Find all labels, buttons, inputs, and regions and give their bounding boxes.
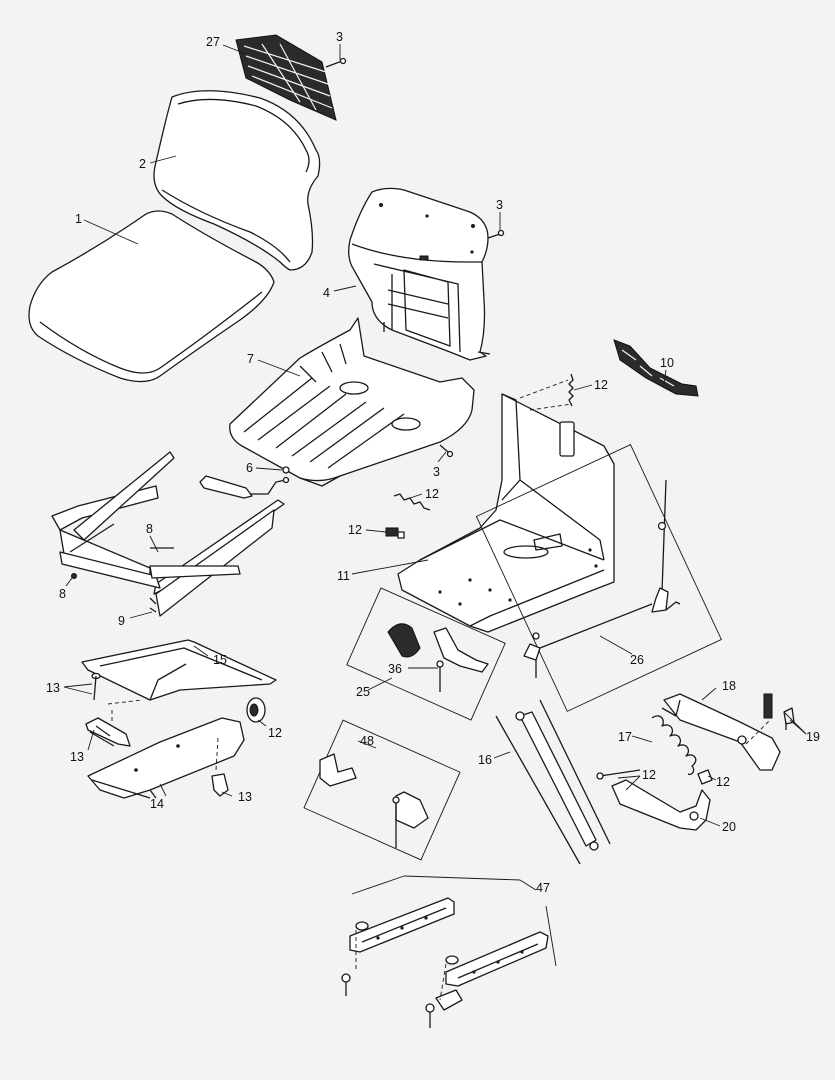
callout-25: 25	[356, 685, 370, 699]
part-48-bracket	[319, 753, 429, 848]
callout-36: 36	[388, 662, 402, 676]
part-6-lever	[199, 466, 290, 499]
part-12-spring-mid	[393, 493, 431, 511]
callout-8: 8	[146, 522, 153, 536]
part-3-screw-mid	[487, 229, 505, 239]
part-12-spring-top	[568, 373, 574, 407]
part-25-frame-box	[346, 587, 506, 721]
alignment-lines	[107, 379, 771, 1001]
callout-3: 3	[433, 465, 440, 479]
part-15-rail-bracket	[81, 639, 277, 701]
callout-12: 12	[268, 726, 282, 740]
callout-26: 26	[630, 653, 644, 667]
callout-12: 12	[642, 768, 656, 782]
callout-27: 27	[206, 35, 220, 49]
callout-13: 13	[46, 681, 60, 695]
part-12-small-clip	[697, 769, 713, 785]
part-27-grille	[235, 34, 337, 121]
part-25-pedals	[387, 623, 489, 692]
callout-19: 19	[806, 730, 820, 744]
callout-8: 8	[59, 587, 66, 601]
part-48-frame-box	[303, 719, 461, 861]
callout-18: 18	[722, 679, 736, 693]
part-1-seat-cushion	[28, 210, 275, 383]
part-10-side-strip	[613, 339, 699, 397]
part-16-gas-spring	[495, 699, 611, 865]
callout-12: 12	[594, 378, 608, 392]
callout-3: 3	[336, 30, 343, 44]
callout-7: 7	[247, 352, 254, 366]
part-3-screw-lower	[439, 444, 454, 458]
part-26-frame-box	[475, 444, 722, 712]
callout-6: 6	[246, 461, 253, 475]
callout-9: 9	[118, 614, 125, 628]
callout-20: 20	[722, 820, 736, 834]
callout-labels: 27 3 2 1 3 4 7 10 12 3 6 12 12 11 8 8 9 …	[46, 30, 820, 895]
callout-1: 1	[75, 212, 82, 226]
part-12-clip	[385, 527, 405, 539]
callout-4: 4	[323, 286, 330, 300]
part-3-screw-top	[325, 57, 347, 68]
part-20-pivot-arm	[596, 769, 711, 831]
part-26-cable-assembly	[523, 479, 681, 678]
callout-12: 12	[716, 775, 730, 789]
part-17-spring	[651, 715, 697, 776]
callout-11: 11	[337, 569, 350, 583]
part-7-seat-pan	[229, 317, 475, 487]
callout-14: 14	[150, 797, 164, 811]
part-47-slide-rails	[341, 875, 557, 1028]
callout-16: 16	[478, 753, 492, 767]
callout-12: 12	[425, 487, 439, 501]
callout-47: 47	[536, 881, 550, 895]
callout-13: 13	[70, 750, 84, 764]
part-13-bumpers	[85, 672, 229, 797]
callout-12: 12	[348, 523, 362, 537]
part-14-lower-shroud	[87, 717, 245, 799]
part-9-scissor-frame	[51, 451, 285, 617]
part-4-back-shell	[348, 187, 491, 361]
part-12-round-bumper	[246, 697, 266, 723]
part-18-bracket	[661, 693, 781, 771]
callout-48: 48	[360, 734, 374, 748]
part-11-base-frame	[397, 393, 615, 633]
callout-13: 13	[238, 790, 252, 804]
callout-10: 10	[660, 356, 674, 370]
part-19-clips	[763, 693, 795, 730]
callout-15: 15	[213, 653, 227, 667]
callout-17: 17	[618, 730, 632, 744]
callout-2: 2	[139, 157, 146, 171]
leader-lines	[63, 44, 807, 891]
callout-3: 3	[496, 198, 503, 212]
part-2-back-cushion	[153, 90, 321, 271]
